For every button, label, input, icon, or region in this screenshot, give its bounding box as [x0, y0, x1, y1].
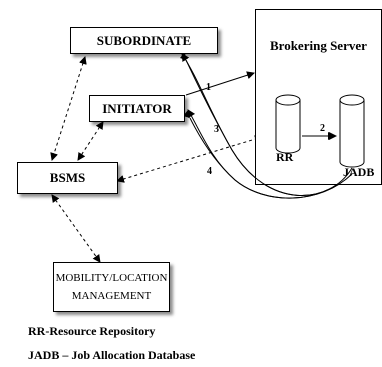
arrow-1-initiator-to-server — [185, 71, 255, 96]
initiator-label: INITIATOR — [102, 100, 172, 116]
arrow-3-head — [180, 52, 186, 60]
mobility-management-node: MOBILITY/LOCATION MANAGEMENT — [53, 262, 170, 312]
link-bsms-mobility — [51, 194, 101, 263]
link-bsms-server — [116, 135, 263, 183]
arrow-2-label: 2 — [320, 123, 325, 134]
mobility-label-line1: MOBILITY/LOCATION — [55, 272, 168, 284]
subordinate-node: SUBORDINATE — [70, 27, 218, 54]
arrow-3-line — [185, 59, 353, 196]
brokering-server-label: Brokering Server — [270, 38, 367, 53]
arrow-4-label: 4 — [207, 166, 212, 177]
arrow-4-line — [189, 117, 353, 199]
subordinate-label: SUBORDINATE — [96, 32, 192, 48]
jadb-label: JADB — [343, 165, 375, 179]
link-subordinate-bsms — [50, 56, 87, 161]
rr-label: RR — [276, 150, 294, 164]
bsms-label: BSMS — [49, 170, 86, 185]
jadb-database-icon — [339, 94, 365, 168]
rr-database-icon — [275, 94, 301, 154]
initiator-node: INITIATOR — [89, 95, 185, 122]
arrow-2-head — [328, 132, 336, 140]
bsms-node: BSMS — [17, 162, 118, 194]
legend-jadb-definition: JADB – Job Allocation Database — [28, 348, 196, 362]
mobility-label-line2: MANAGEMENT — [71, 290, 152, 302]
link-initiator-bsms — [77, 121, 104, 161]
legend-rr-definition: RR-Resource Repository — [28, 324, 156, 338]
arrow-3-label: 3 — [214, 124, 219, 135]
arrow-1-label: 1 — [206, 82, 211, 93]
